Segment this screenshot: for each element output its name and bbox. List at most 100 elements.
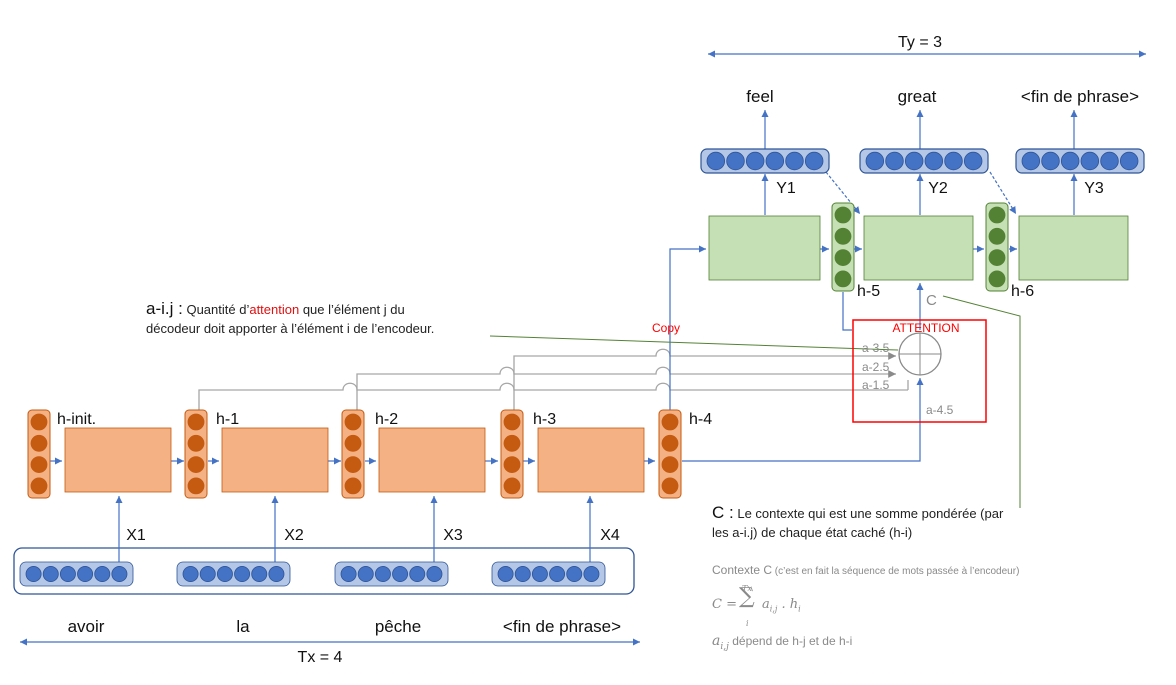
encoder-input-label: X2 (284, 527, 304, 544)
encoder-input-embedding-unit (25, 566, 42, 582)
encoder-cell (221, 427, 329, 493)
decoder-hidden-state-unit (988, 206, 1006, 224)
decoder-cell (863, 215, 974, 281)
encoder-hidden-state-unit (661, 434, 679, 452)
encoder-input-embedding-unit (392, 566, 409, 582)
encoder-hidden-state-unit (344, 477, 362, 495)
attention-weight-label: a-2.5 (862, 360, 890, 374)
encoder-input-embedding-unit (42, 566, 59, 582)
tx-label: Tx = 4 (298, 649, 343, 666)
encoder-state-label: h-init. (57, 411, 96, 428)
encoder-hidden-state-unit (30, 434, 48, 452)
tx-dimension: Tx = 4 (20, 638, 640, 666)
encoder-state-label: h-1 (216, 411, 239, 428)
decoder-output-embedding-unit (1041, 151, 1060, 171)
encoder-input-embedding-unit (374, 566, 391, 582)
encoder-input-embedding-unit (497, 566, 514, 582)
encoder-word: pêche (375, 617, 421, 636)
decoder-hidden-state-unit (834, 227, 852, 245)
context-symbol: C (926, 292, 937, 309)
decoder-output-embedding-unit (924, 151, 944, 171)
decoder-state-label: h-5 (857, 283, 880, 300)
decoder-cell (1018, 215, 1129, 281)
decoder-output-embedding-unit (904, 151, 924, 171)
encoder-hidden-state-unit (503, 477, 521, 495)
decoder-output-embedding-unit (944, 151, 963, 171)
attention-weight-label: a-1.5 (862, 378, 890, 392)
encoder-hidden-state-unit (661, 456, 679, 474)
encoder-hidden-state (27, 409, 51, 499)
decoder-hidden-state-unit (988, 270, 1006, 288)
decoder-output-embedding-unit (1060, 151, 1080, 171)
decoder-output-embedding-unit (865, 151, 885, 171)
decoder-output-embedding-unit (1100, 151, 1119, 171)
decoder-output-label: Y1 (776, 180, 796, 197)
encoder-hidden-state-unit (30, 456, 48, 474)
decoder-output-embedding-unit (765, 151, 785, 171)
encoder-input-embedding-unit (77, 566, 94, 582)
encoder-input-embedding-unit (182, 566, 199, 582)
attention-wiring (198, 348, 909, 410)
encoder-input-label: X4 (600, 527, 620, 544)
decoder-cell (708, 215, 821, 281)
encoder-input-label: X3 (443, 527, 463, 544)
encoder-hidden-state-unit (344, 434, 362, 452)
attention-module: ATTENTION a-3.5 a-2.5 a-1.5 a-4.5 C (852, 292, 987, 423)
encoder-input-embedding-unit (251, 566, 268, 582)
decoder-hidden-state-unit (834, 249, 852, 267)
decoder-state-label: h-6 (1011, 283, 1034, 300)
encoder-input-embedding-unit (357, 566, 374, 582)
decoder-output-embedding-unit (1080, 151, 1100, 171)
decoder-cells (708, 215, 1129, 281)
encoder-input-embedding-unit (199, 566, 216, 582)
decoder-output-embedding-unit (1021, 151, 1041, 171)
ty-label: Ty = 3 (898, 34, 942, 51)
decoder-word: great (898, 87, 937, 106)
encoder-input-panel (13, 547, 635, 595)
encoder-hidden-state-unit (503, 434, 521, 452)
encoder-hidden-state (184, 409, 208, 499)
encoder-input-embedding-unit (111, 566, 128, 582)
attention-title: ATTENTION (892, 321, 959, 335)
decoder-word: feel (746, 87, 773, 106)
encoder-hidden-state-unit (344, 456, 362, 474)
encoder-word: avoir (68, 617, 105, 636)
decoder-output-embedding-unit (745, 151, 765, 171)
encoder-input-embedding-unit (426, 566, 443, 582)
encoder-arrows (50, 245, 924, 562)
encoder-hidden-state (658, 409, 682, 499)
encoder-word: la (236, 617, 250, 636)
ty-dimension: Ty = 3 (708, 34, 1146, 58)
decoder-hidden-state-unit (988, 249, 1006, 267)
encoder-hidden-state-unit (503, 413, 521, 431)
encoder-input-embedding-unit (340, 566, 357, 582)
encoder-cell (378, 427, 486, 493)
encoder-hidden-state-unit (503, 456, 521, 474)
encoder-hidden-state-unit (30, 413, 48, 431)
encoder-cell (64, 427, 172, 493)
encoder-word: <fin de phrase> (503, 617, 621, 636)
annotation-leaders (489, 295, 1021, 508)
attention-box (852, 319, 987, 423)
decoder-output-embedding-unit (1119, 151, 1139, 171)
encoder-input-label: X1 (126, 527, 146, 544)
encoder-hidden-state-unit (187, 477, 205, 495)
encoder-cell (537, 427, 645, 493)
encoder-input-embedding-unit (216, 566, 233, 582)
encoder-state-label: h-4 (689, 411, 712, 428)
encoder-hidden-state (341, 409, 365, 499)
decoder-word: <fin de phrase> (1021, 87, 1139, 106)
decoder-hidden-state (831, 202, 855, 292)
decoder-output-label: Y3 (1084, 180, 1104, 197)
encoder-hidden-state-unit (661, 477, 679, 495)
decoder-output-embedding-unit (726, 151, 745, 171)
encoder-input-embedding-unit (566, 566, 583, 582)
encoder-hidden-state-unit (187, 456, 205, 474)
decoder-output-embedding-unit (706, 151, 726, 171)
decoder-output-embedding-unit (963, 151, 983, 171)
encoder-input-embedding-unit (583, 566, 600, 582)
decoder-output-embedding-unit (885, 151, 904, 171)
decoder-output-label: Y2 (928, 180, 948, 197)
decoder-hidden-state-unit (834, 270, 852, 288)
